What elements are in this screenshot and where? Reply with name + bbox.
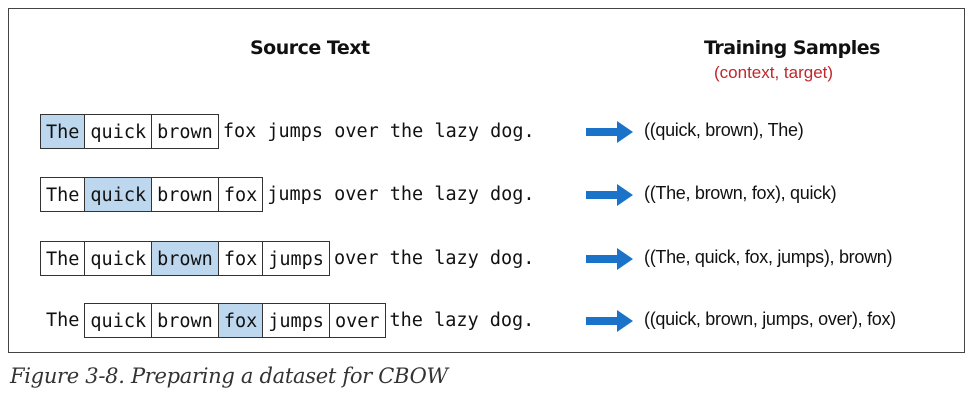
target-word: The bbox=[40, 114, 86, 149]
training-sample: ((The, brown, fox), quick) bbox=[644, 183, 837, 203]
context-word: quick bbox=[84, 303, 153, 338]
target-word: fox bbox=[218, 303, 264, 338]
source-text-header: Source Text bbox=[250, 37, 370, 59]
plain-word: The bbox=[46, 310, 80, 331]
context-word: quick bbox=[85, 114, 153, 149]
right-arrow-icon bbox=[586, 184, 633, 206]
training-sample: ((quick, brown, jumps, over), fox) bbox=[644, 309, 896, 329]
context-word: quick bbox=[85, 241, 153, 276]
training-samples-subtitle: (context, target) bbox=[714, 63, 834, 82]
context-word: jumps bbox=[263, 241, 330, 276]
context-word: fox bbox=[218, 241, 264, 276]
training-sample: ((The, quick, fox, jumps), brown) bbox=[644, 247, 893, 267]
context-word: brown bbox=[152, 177, 219, 212]
context-word: brown bbox=[152, 114, 219, 149]
context-word: over bbox=[329, 303, 386, 338]
remaining-text: fox jumps over the lazy dog. bbox=[222, 121, 535, 142]
training-samples-header: Training Samples bbox=[704, 37, 880, 59]
context-word: The bbox=[40, 241, 86, 276]
remaining-text: over the lazy dog. bbox=[333, 248, 535, 269]
right-arrow-icon bbox=[586, 248, 633, 270]
target-word: brown bbox=[152, 241, 219, 276]
remaining-text: jumps over the lazy dog. bbox=[267, 184, 535, 205]
remaining-text: the lazy dog. bbox=[389, 310, 535, 331]
context-word: jumps bbox=[263, 303, 330, 338]
context-word: fox bbox=[218, 177, 264, 212]
diagram-frame bbox=[8, 8, 965, 353]
context-word: brown bbox=[152, 303, 219, 338]
figure-caption: Figure 3-8. Preparing a dataset for CBOW bbox=[10, 364, 448, 388]
context-word: The bbox=[40, 177, 86, 212]
target-word: quick bbox=[85, 177, 153, 212]
right-arrow-icon bbox=[586, 310, 633, 332]
right-arrow-icon bbox=[586, 121, 633, 143]
training-sample: ((quick, brown), The) bbox=[644, 120, 804, 140]
